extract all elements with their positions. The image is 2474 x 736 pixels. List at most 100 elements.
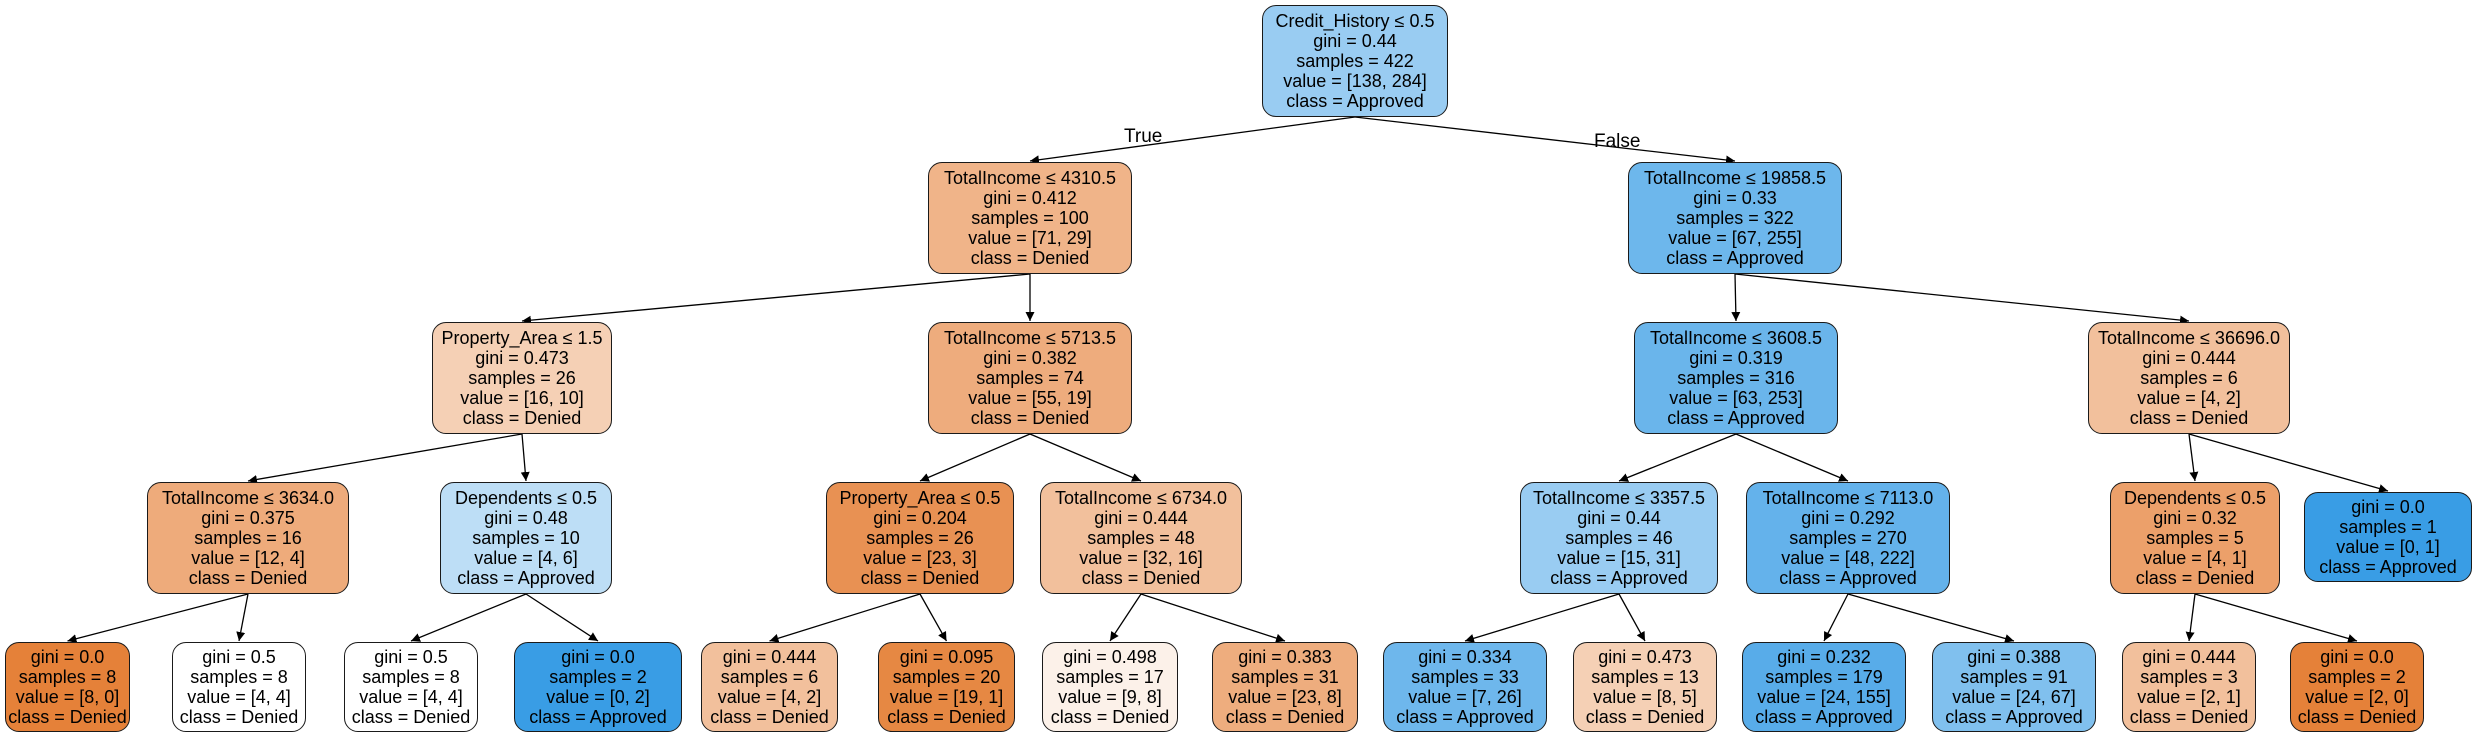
node-text-line: gini = 0.33	[1693, 188, 1777, 208]
node-text-line: class = Denied	[970, 248, 1090, 268]
node-text-line: gini = 0.0	[561, 647, 635, 667]
node-text-line: class = Denied	[860, 568, 980, 588]
node-text-line: class = Approved	[1666, 248, 1804, 268]
node-text-line: class = Denied	[462, 408, 582, 428]
node-text-line: TotalIncome ≤ 7113.0	[1762, 488, 1934, 508]
node-text-line: class = Denied	[8, 707, 127, 727]
node-text-line: samples = 3	[2140, 667, 2238, 687]
node-text-line: class = Approved	[1945, 707, 2083, 727]
node-text-line: value = [12, 4]	[191, 548, 305, 568]
tree-edge-n11-n23	[1464, 593, 1620, 643]
node-text-line: class = Approved	[1779, 568, 1917, 588]
node-text-line: class = Denied	[970, 408, 1090, 428]
node-text-line: gini = 0.444	[722, 647, 817, 667]
node-text-line: samples = 179	[1765, 667, 1883, 687]
node-text-line: TotalIncome ≤ 3608.5	[1650, 328, 1822, 348]
node-text-line: class = Approved	[1755, 707, 1893, 727]
node-text-line: samples = 6	[720, 667, 819, 687]
true-edge-label: True	[1124, 126, 1163, 147]
node-text-line: value = [4, 2]	[2137, 388, 2241, 408]
node-text-line: value = [23, 8]	[1228, 687, 1342, 707]
node-text-line: Credit_History ≤ 0.5	[1275, 11, 1435, 31]
node-text-line: Property_Area ≤ 0.5	[839, 488, 1001, 508]
node-text-line: samples = 1	[2339, 517, 2437, 537]
node-text-line: value = [24, 155]	[1757, 687, 1891, 707]
tree-edge-n12-n26	[1847, 593, 2015, 643]
false-edge-label: False	[1594, 131, 1641, 152]
tree-edge-n3-n8	[520, 433, 530, 482]
node-text-line: class = Denied	[1225, 707, 1345, 727]
node-text-line: gini = 0.5	[202, 647, 276, 667]
tree-edge-n4-n9	[919, 433, 1031, 482]
node-text-line: Property_Area ≤ 1.5	[441, 328, 603, 348]
node-text-line: Dependents ≤ 0.5	[455, 488, 597, 508]
tree-edge-n2-n5	[1731, 273, 1741, 322]
node-text-line: class = Approved	[457, 568, 595, 588]
node-text-line: samples = 8	[190, 667, 288, 687]
tree-edge-n4-n10	[1029, 433, 1142, 482]
node-text-line: TotalIncome ≤ 4310.5	[944, 168, 1116, 188]
node-text-line: samples = 31	[1231, 667, 1339, 687]
node-text-line: value = [7, 26]	[1408, 687, 1522, 707]
node-text-line: class = Denied	[2129, 408, 2249, 428]
node-text-line: value = [67, 255]	[1668, 228, 1802, 248]
tree-edge-n3-n7	[247, 433, 523, 484]
tree-edge-n12-n25	[1823, 593, 1849, 642]
tree-edge-n0-n2	[1354, 116, 1736, 165]
node-text-line: gini = 0.32	[2153, 508, 2237, 528]
node-text-line: value = [55, 19]	[968, 388, 1092, 408]
node-text-line: value = [4, 4]	[359, 687, 463, 707]
node-text-line: gini = 0.095	[899, 647, 994, 667]
tree-edge-n8-n17	[410, 593, 527, 642]
node-text-line: class = Denied	[1081, 568, 1201, 588]
node-text-line: class = Denied	[710, 707, 829, 727]
node-text-line: class = Denied	[1050, 707, 1170, 727]
node-text-line: samples = 6	[2140, 368, 2238, 388]
node-text-line: samples = 10	[472, 528, 580, 548]
node-text-line: TotalIncome ≤ 19858.5	[1644, 168, 1826, 188]
node-text-line: gini = 0.473	[475, 348, 569, 368]
node-text-line: value = [4, 1]	[2143, 548, 2247, 568]
node-text-line: gini = 0.204	[873, 508, 967, 528]
node-text-line: samples = 91	[1960, 667, 2068, 687]
node-text-line: samples = 26	[468, 368, 576, 388]
node-text-line: gini = 0.5	[374, 647, 448, 667]
node-text-line: gini = 0.0	[2320, 647, 2394, 667]
tree-edge-n9-n20	[919, 593, 948, 642]
tree-edge-n10-n22	[1140, 593, 1286, 643]
node-text-line: gini = 0.44	[1577, 508, 1661, 528]
node-text-line: class = Approved	[1667, 408, 1805, 428]
node-text-line: gini = 0.375	[201, 508, 295, 528]
node-text-line: value = [0, 2]	[546, 687, 650, 707]
node-text-line: samples = 2	[549, 667, 647, 687]
node-text-line: value = [71, 29]	[968, 228, 1092, 248]
node-text-line: gini = 0.334	[1418, 647, 1512, 667]
node-text-line: class = Denied	[2135, 568, 2255, 588]
node-text-line: gini = 0.444	[1094, 508, 1188, 528]
node-text-line: value = [63, 253]	[1669, 388, 1803, 408]
node-text-line: samples = 20	[892, 667, 1001, 687]
tree-edge-n0-n1	[1029, 116, 1356, 165]
node-text-line: value = [15, 31]	[1557, 548, 1681, 568]
node-text-line: samples = 8	[18, 667, 117, 687]
